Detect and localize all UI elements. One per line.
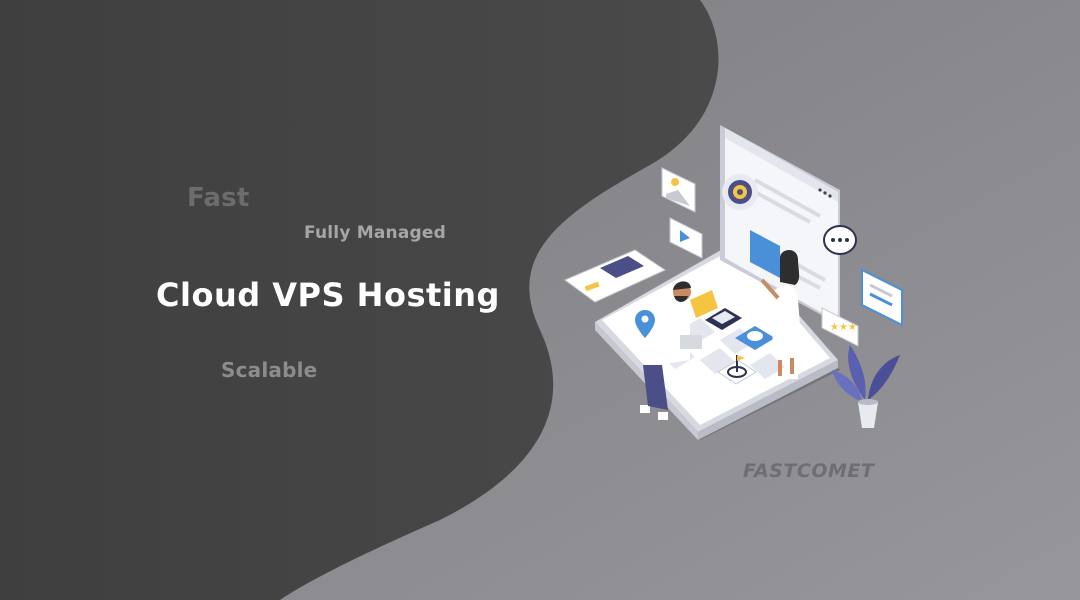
side-panel-card — [861, 268, 903, 327]
server-box — [705, 308, 742, 330]
person-standing — [760, 250, 802, 381]
tagline-fast: Fast — [187, 183, 250, 213]
document-card — [563, 249, 667, 303]
video-icon — [669, 217, 703, 259]
image-icon — [661, 167, 696, 213]
hosting-illustration: ★★★ — [563, 125, 903, 440]
person-sitting — [640, 281, 702, 420]
target-icon — [717, 355, 757, 385]
tagline-scalable: Scalable — [221, 358, 318, 382]
message-tile — [735, 326, 775, 350]
tagline-fully-managed: Fully Managed — [304, 223, 446, 243]
svg-text:★★★: ★★★ — [830, 322, 857, 333]
gear-icon — [722, 174, 758, 210]
plant-icon — [832, 345, 900, 428]
star-icon: ★★★ — [821, 307, 859, 347]
laptop — [690, 290, 718, 318]
dark-wave-panel — [0, 0, 719, 600]
map-pin-icon — [635, 310, 655, 338]
chat-bubble-icon — [823, 225, 857, 255]
page-title: Cloud VPS Hosting — [156, 276, 500, 314]
browser-window — [720, 125, 840, 325]
fastcomet-logo: FASTCOMET — [743, 460, 875, 482]
